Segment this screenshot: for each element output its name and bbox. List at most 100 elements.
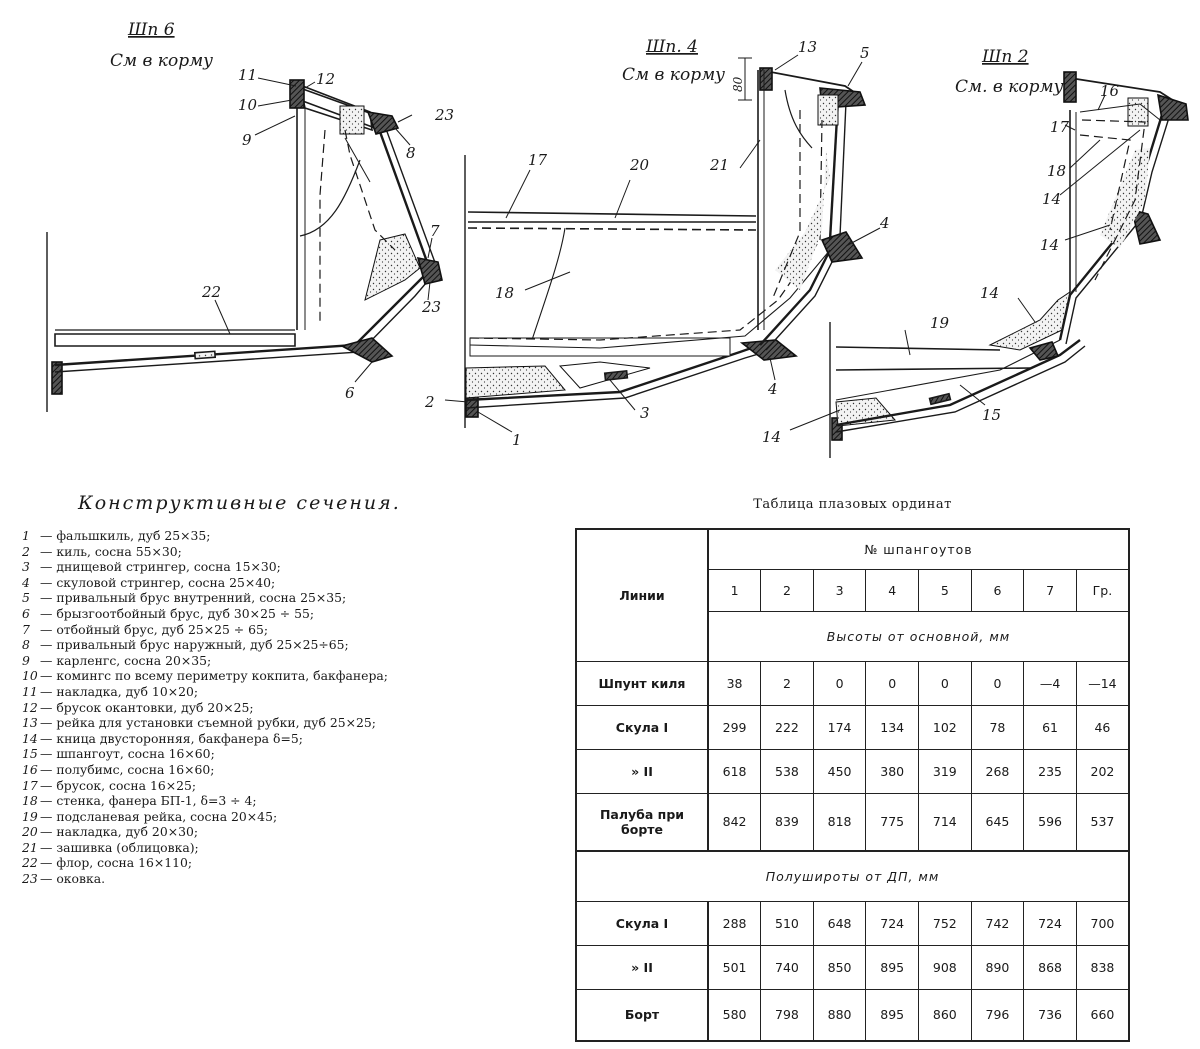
value-cell: 2 bbox=[760, 660, 814, 706]
legend-item: 21— зашивка (облицовка); bbox=[22, 840, 422, 856]
lines-header: Линии bbox=[575, 528, 709, 662]
value-cell: 202 bbox=[1075, 748, 1130, 794]
heights-header: Высоты от основной, мм bbox=[707, 610, 1130, 662]
frame-number-cell: 2 bbox=[760, 568, 814, 612]
callout-18a: 18 bbox=[495, 284, 514, 302]
callout-10: 10 bbox=[238, 96, 258, 114]
callout-9: 9 bbox=[242, 131, 252, 149]
value-cell: 61 bbox=[1023, 704, 1077, 750]
callout-19: 19 bbox=[930, 314, 950, 332]
value-cell: 537 bbox=[1075, 792, 1130, 852]
legend-item: 4— скуловой стрингер, сосна 25×40; bbox=[22, 575, 422, 591]
frame-number-cell: Гр. bbox=[1075, 568, 1130, 612]
value-cell: 648 bbox=[812, 900, 867, 946]
value-cell: 501 bbox=[707, 944, 762, 990]
callout-16: 16 bbox=[1100, 82, 1120, 100]
legend-text: — кница двусторонняя, бакфанера δ=5; bbox=[40, 730, 303, 746]
row-label: Скула I bbox=[575, 704, 709, 750]
value-cell: 596 bbox=[1023, 792, 1077, 852]
value-cell: 46 bbox=[1075, 704, 1130, 750]
legend-text: — привальный брус внутренний, сосна 25×3… bbox=[40, 590, 347, 606]
legend-item: 18— стенка, фанера БП-1, δ=3 ÷ 4; bbox=[22, 793, 422, 809]
legend-number: 7 bbox=[22, 621, 30, 637]
value-cell: 38 bbox=[707, 660, 762, 706]
callout-18b: 18 bbox=[1047, 162, 1066, 180]
value-cell: 860 bbox=[918, 988, 972, 1042]
value-cell: —14 bbox=[1075, 660, 1130, 706]
value-cell: 510 bbox=[760, 900, 814, 946]
value-cell: 380 bbox=[865, 748, 919, 794]
legend-text: — брусок окантовки, дуб 20×25; bbox=[40, 699, 254, 715]
legend-item: 7— отбойный брус, дуб 25×25 ÷ 65; bbox=[22, 622, 422, 638]
legend-text: — брызгоотбойный брус, дуб 30×25 ÷ 55; bbox=[40, 605, 315, 621]
section-6-subtitle: См в корму bbox=[110, 51, 213, 71]
value-cell: 880 bbox=[812, 988, 867, 1042]
section-2-subtitle: См. в корму bbox=[955, 77, 1064, 97]
value-cell: 235 bbox=[1023, 748, 1077, 794]
value-cell: 102 bbox=[918, 704, 972, 750]
value-cell: 740 bbox=[760, 944, 814, 990]
legend-text: — скуловой стрингер, сосна 25×40; bbox=[40, 574, 276, 590]
legend-item: 8— привальный брус наружный, дуб 25×25÷6… bbox=[22, 637, 422, 653]
legend-text: — накладка, дуб 20×30; bbox=[40, 824, 199, 840]
construction-sections-drawing: Шп 6 См в корму bbox=[46, 20, 1189, 458]
legend-item: 20— накладка, дуб 20×30; bbox=[22, 824, 422, 840]
value-cell: 796 bbox=[970, 988, 1025, 1042]
callout-17b: 17 bbox=[1050, 118, 1070, 136]
row-label: » II bbox=[575, 748, 709, 794]
callout-23a: 23 bbox=[434, 106, 454, 124]
legend-number: 18 bbox=[22, 793, 38, 809]
value-cell: 724 bbox=[1023, 900, 1077, 946]
section-frame-6: Шп 6 См в корму bbox=[46, 20, 443, 412]
value-cell: 0 bbox=[812, 660, 867, 706]
value-cell: 839 bbox=[760, 792, 814, 852]
value-cell: 450 bbox=[812, 748, 867, 794]
legend-number: 1 bbox=[22, 528, 30, 543]
callout-23b: 23 bbox=[421, 298, 441, 316]
value-cell: 288 bbox=[707, 900, 762, 946]
callout-14a: 14 bbox=[762, 428, 781, 446]
legend-number: 2 bbox=[22, 543, 30, 559]
legend-number: 6 bbox=[22, 605, 30, 621]
legend-number: 11 bbox=[22, 683, 38, 699]
value-cell: 0 bbox=[970, 660, 1025, 706]
value-cell: 752 bbox=[918, 900, 972, 946]
value-cell: 222 bbox=[760, 704, 814, 750]
value-cell: 319 bbox=[918, 748, 972, 794]
callout-leaders bbox=[214, 54, 1141, 433]
legend-item: 5— привальный брус внутренний, сосна 25×… bbox=[22, 590, 422, 606]
callout-22: 22 bbox=[201, 283, 221, 301]
callout-3: 3 bbox=[640, 404, 650, 422]
callout-20: 20 bbox=[629, 156, 650, 174]
callout-7: 7 bbox=[430, 222, 440, 240]
legend-number: 9 bbox=[22, 652, 30, 668]
legend-text: — карленгс, сосна 20×35; bbox=[40, 652, 212, 668]
section-4-subtitle: См в корму bbox=[622, 65, 725, 85]
drawing-caption: Конструктивные сечения. bbox=[78, 492, 401, 514]
value-cell: 798 bbox=[760, 988, 814, 1042]
callout-4a: 4 bbox=[767, 380, 778, 398]
value-cell: 618 bbox=[707, 748, 762, 794]
frame-number-cell: 4 bbox=[865, 568, 919, 612]
callout-11: 11 bbox=[238, 66, 257, 84]
frame-number-cell: 6 bbox=[970, 568, 1025, 612]
legend-number: 22 bbox=[22, 855, 38, 871]
legend-item: 22— флор, сосна 16×110; bbox=[22, 855, 422, 871]
value-cell: 134 bbox=[865, 704, 919, 750]
legend-item: 17— брусок, сосна 16×25; bbox=[22, 778, 422, 794]
value-cell: 580 bbox=[707, 988, 762, 1042]
value-cell: 742 bbox=[970, 900, 1025, 946]
legend-text: — днищевой стрингер, сосна 15×30; bbox=[40, 559, 281, 575]
callout-numbers: 11 12 10 9 23 8 7 23 6 22 2 1 3 4 4 13 5… bbox=[201, 38, 1120, 449]
callout-17a: 17 bbox=[528, 151, 548, 169]
callout-13: 13 bbox=[798, 38, 817, 56]
legend-number: 8 bbox=[22, 637, 30, 653]
legend-text: — накладка, дуб 10×20; bbox=[40, 683, 199, 699]
callout-5: 5 bbox=[860, 44, 870, 62]
